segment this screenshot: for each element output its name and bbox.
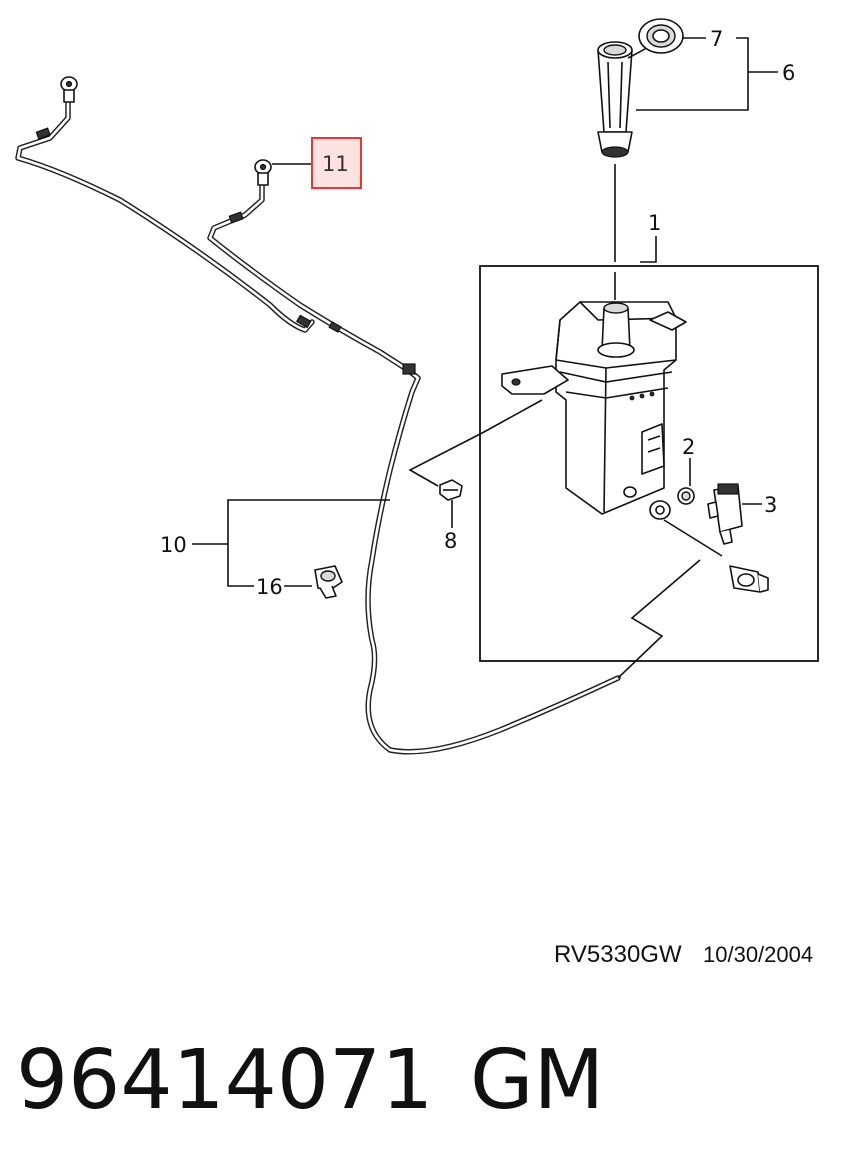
left-washer-nozzle bbox=[60, 76, 78, 103]
drawing-id: RV5330GW bbox=[554, 941, 682, 968]
pump-connector bbox=[729, 565, 769, 593]
callout-10: 10 bbox=[160, 533, 187, 557]
reservoir-detail-frame bbox=[479, 265, 819, 662]
callout-1: 1 bbox=[648, 211, 661, 235]
brand-label: GM bbox=[470, 1033, 604, 1128]
filler-neck-assembly bbox=[597, 41, 651, 158]
seal-ring bbox=[649, 500, 671, 520]
callout-3: 3 bbox=[764, 493, 777, 517]
drawing-date: 10/30/2004 bbox=[703, 942, 813, 967]
callout-7: 7 bbox=[710, 27, 723, 51]
callout-8: 8 bbox=[444, 529, 457, 553]
right-washer-nozzle bbox=[254, 159, 272, 186]
part-number: 96414071 bbox=[16, 1033, 433, 1128]
hose-clip bbox=[314, 565, 343, 599]
callout-2: 2 bbox=[682, 435, 695, 459]
highlighted-callout-box bbox=[311, 137, 362, 189]
mounting-bolt bbox=[439, 479, 463, 501]
filler-cap bbox=[638, 18, 684, 54]
washer-pump bbox=[707, 483, 743, 545]
washer-reservoir bbox=[501, 301, 687, 515]
washer-hose-assembly bbox=[15, 97, 621, 755]
callout-11: 11 bbox=[322, 152, 349, 176]
pump-grommet bbox=[677, 487, 695, 505]
callout-6: 6 bbox=[782, 61, 795, 85]
callout-16: 16 bbox=[256, 575, 283, 599]
